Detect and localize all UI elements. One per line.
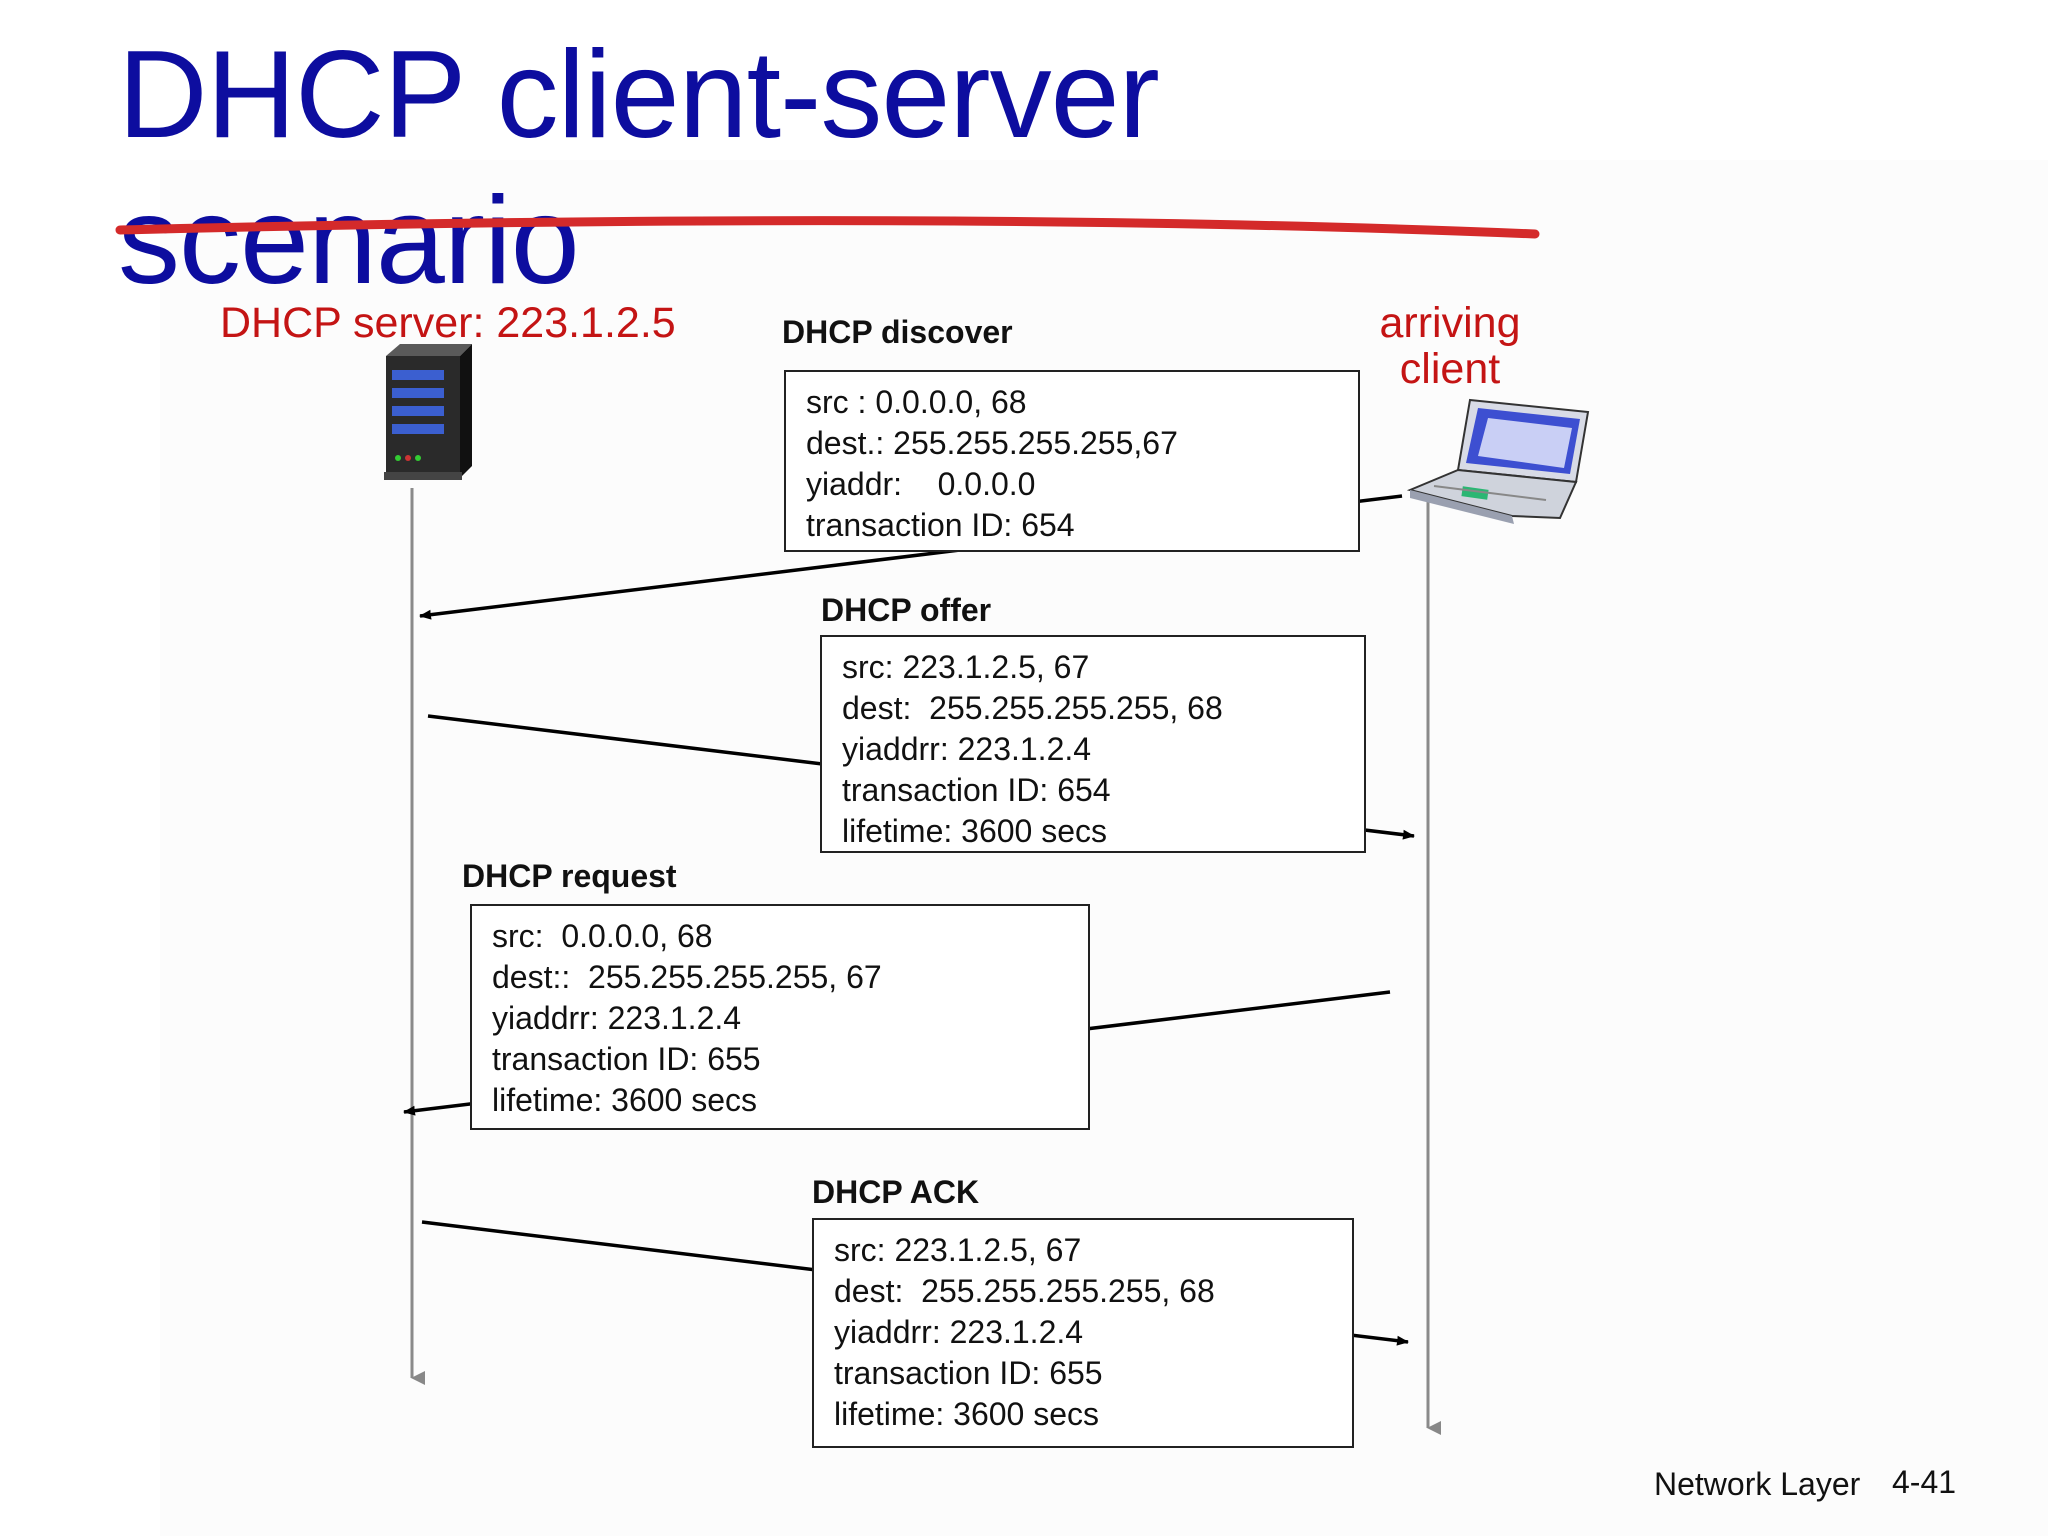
footer-page-number: 4-41: [1892, 1464, 1957, 1500]
request-line: dest:: 255.255.255.255, 67: [492, 959, 882, 995]
request-message-box: src: 0.0.0.0, 68 dest:: 255.255.255.255,…: [470, 904, 1090, 1130]
client-label: arriving client: [1375, 300, 1525, 392]
discover-message-box: src : 0.0.0.0, 68 dest.: 255.255.255.255…: [784, 370, 1360, 552]
discover-line: src : 0.0.0.0, 68: [806, 384, 1027, 420]
discover-title: DHCP discover: [782, 314, 1013, 350]
ack-line: lifetime: 3600 secs: [834, 1396, 1100, 1432]
client-label-line-1: arriving: [1379, 299, 1521, 347]
offer-line: dest: 255.255.255.255, 68: [842, 690, 1223, 726]
title-line-1: DHCP client-server: [118, 26, 1160, 164]
ack-line: transaction ID: 655: [834, 1355, 1103, 1391]
request-line: lifetime: 3600 secs: [492, 1082, 758, 1118]
title-line-2: scenario: [118, 172, 580, 310]
footer-section: Network Layer: [1654, 1466, 1861, 1502]
request-line: transaction ID: 655: [492, 1041, 761, 1077]
discover-line: dest.: 255.255.255.255,67: [806, 425, 1178, 461]
server-icon: [384, 344, 472, 480]
request-title: DHCP request: [462, 858, 677, 894]
offer-title: DHCP offer: [821, 592, 992, 628]
offer-line: lifetime: 3600 secs: [842, 813, 1108, 849]
offer-line: transaction ID: 654: [842, 772, 1111, 808]
client-label-line-2: client: [1399, 345, 1501, 393]
ack-line: src: 223.1.2.5, 67: [834, 1232, 1082, 1268]
discover-line: yiaddr: 0.0.0.0: [806, 466, 1036, 502]
laptop-icon: [1406, 398, 1590, 524]
ack-line: yiaddrr: 223.1.2.4: [834, 1314, 1084, 1350]
server-label: DHCP server: 223.1.2.5: [220, 299, 676, 347]
offer-line: yiaddrr: 223.1.2.4: [842, 731, 1092, 767]
ack-line: dest: 255.255.255.255, 68: [834, 1273, 1215, 1309]
ack-message-box: src: 223.1.2.5, 67 dest: 255.255.255.255…: [812, 1218, 1354, 1448]
request-line: yiaddrr: 223.1.2.4: [492, 1000, 742, 1036]
ack-title: DHCP ACK: [812, 1174, 980, 1210]
slide-title: DHCP client-server scenario: [118, 22, 1518, 314]
offer-line: src: 223.1.2.5, 67: [842, 649, 1090, 685]
request-line: src: 0.0.0.0, 68: [492, 918, 713, 954]
offer-message-box: src: 223.1.2.5, 67 dest: 255.255.255.255…: [820, 635, 1366, 853]
red-strike-line: [115, 216, 1540, 239]
discover-line: transaction ID: 654: [806, 507, 1075, 543]
